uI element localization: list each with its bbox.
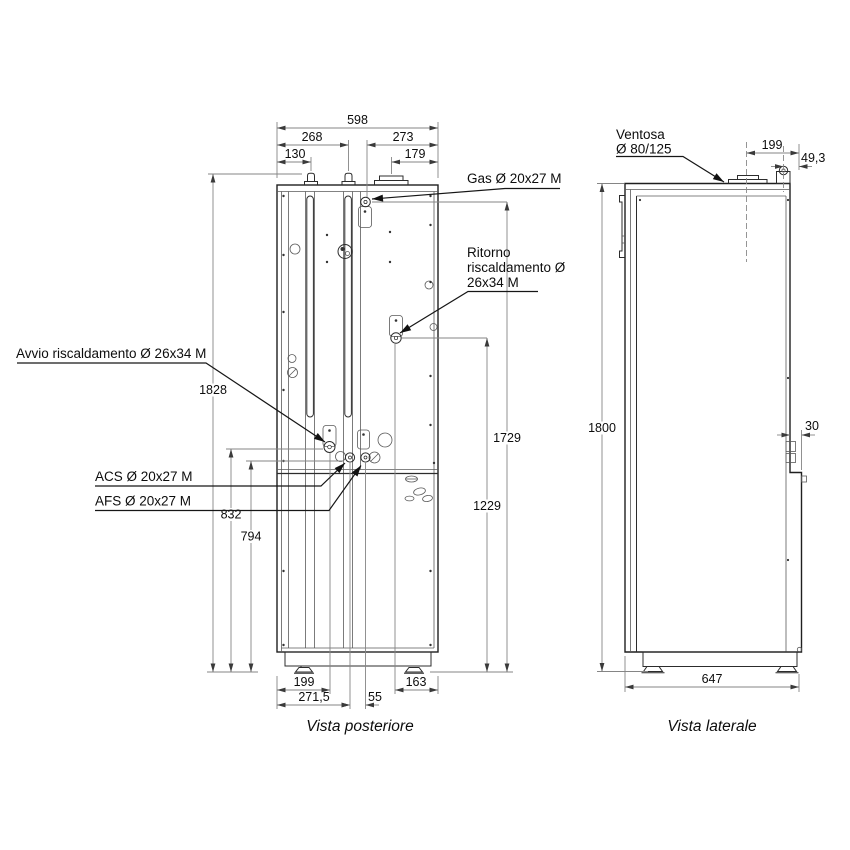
dim-1828: 1828 bbox=[199, 383, 227, 397]
dim-130: 130 bbox=[285, 147, 306, 161]
dim-199-side: 199 bbox=[762, 138, 783, 152]
dim-647: 647 bbox=[702, 672, 723, 686]
gas-fitting bbox=[360, 196, 371, 208]
ritorno-label-line3: 26x34 M bbox=[467, 275, 519, 290]
dim-598: 598 bbox=[347, 113, 368, 127]
avvio-label: Avvio riscaldamento Ø 26x34 M bbox=[16, 346, 206, 361]
dim-199-rear: 199 bbox=[294, 675, 315, 689]
dim-163: 163 bbox=[406, 675, 427, 689]
rear-top-pipe-caps bbox=[304, 172, 356, 185]
side-view-caption: Vista laterale bbox=[667, 718, 757, 735]
ventosa-label-line2: Ø 80/125 bbox=[616, 142, 672, 157]
ritorno-fitting bbox=[390, 332, 402, 344]
rear-flue-collar bbox=[374, 175, 409, 185]
side-dimensions: 1800 199 49,3 30 647 bbox=[585, 138, 825, 692]
dim-1800: 1800 bbox=[588, 421, 616, 435]
side-base-and-feet bbox=[641, 651, 799, 674]
side-flue-collar bbox=[728, 142, 768, 262]
rear-panel-details bbox=[282, 194, 438, 647]
dim-273: 273 bbox=[393, 130, 414, 144]
rear-labels: Gas Ø 20x27 M Ritorno riscaldamento Ø 26… bbox=[16, 171, 566, 512]
rear-cabinet-outline bbox=[276, 184, 439, 653]
dim-55: 55 bbox=[368, 690, 382, 704]
side-cabinet-outline bbox=[619, 182, 803, 653]
ritorno-label-line1: Ritorno bbox=[467, 245, 511, 260]
acs-label: ACS Ø 20x27 M bbox=[95, 469, 193, 484]
side-view: 1800 199 49,3 30 647 Ventosa Ø 80/125 bbox=[585, 127, 825, 735]
acs-fitting bbox=[335, 451, 356, 463]
rear-connection-brackets bbox=[322, 206, 403, 450]
dim-1729: 1729 bbox=[493, 431, 521, 445]
rear-bottom-dimensions: 199 163 271,5 55 bbox=[276, 344, 439, 709]
rear-left-dimensions: 1828 832 794 bbox=[196, 173, 344, 673]
gas-label: Gas Ø 20x27 M bbox=[467, 171, 562, 186]
afs-label: AFS Ø 20x27 M bbox=[95, 494, 191, 509]
side-rear-step bbox=[785, 441, 807, 653]
rear-right-dimensions: 1729 1229 bbox=[372, 201, 524, 673]
rear-view-caption: Vista posteriore bbox=[306, 718, 414, 735]
dim-832: 832 bbox=[221, 508, 242, 522]
side-labels: Ventosa Ø 80/125 bbox=[616, 127, 725, 183]
afs-fitting bbox=[360, 451, 381, 464]
dim-794: 794 bbox=[241, 530, 262, 544]
ritorno-label-line2: riscaldamento Ø bbox=[467, 260, 566, 275]
avvio-fitting bbox=[323, 441, 336, 453]
ventosa-label-line1: Ventosa bbox=[616, 127, 665, 142]
rear-base-and-feet bbox=[284, 651, 432, 674]
dim-271-5: 271,5 bbox=[298, 690, 329, 704]
dim-179: 179 bbox=[405, 147, 426, 161]
rear-top-dimensions: 598 268 273 130 179 bbox=[276, 113, 439, 197]
dim-30: 30 bbox=[805, 419, 819, 433]
dim-268: 268 bbox=[302, 130, 323, 144]
dim-49-3: 49,3 bbox=[801, 151, 825, 165]
rear-view: 598 268 273 130 179 1828 832 794 bbox=[16, 113, 566, 735]
dim-1229: 1229 bbox=[473, 499, 501, 513]
